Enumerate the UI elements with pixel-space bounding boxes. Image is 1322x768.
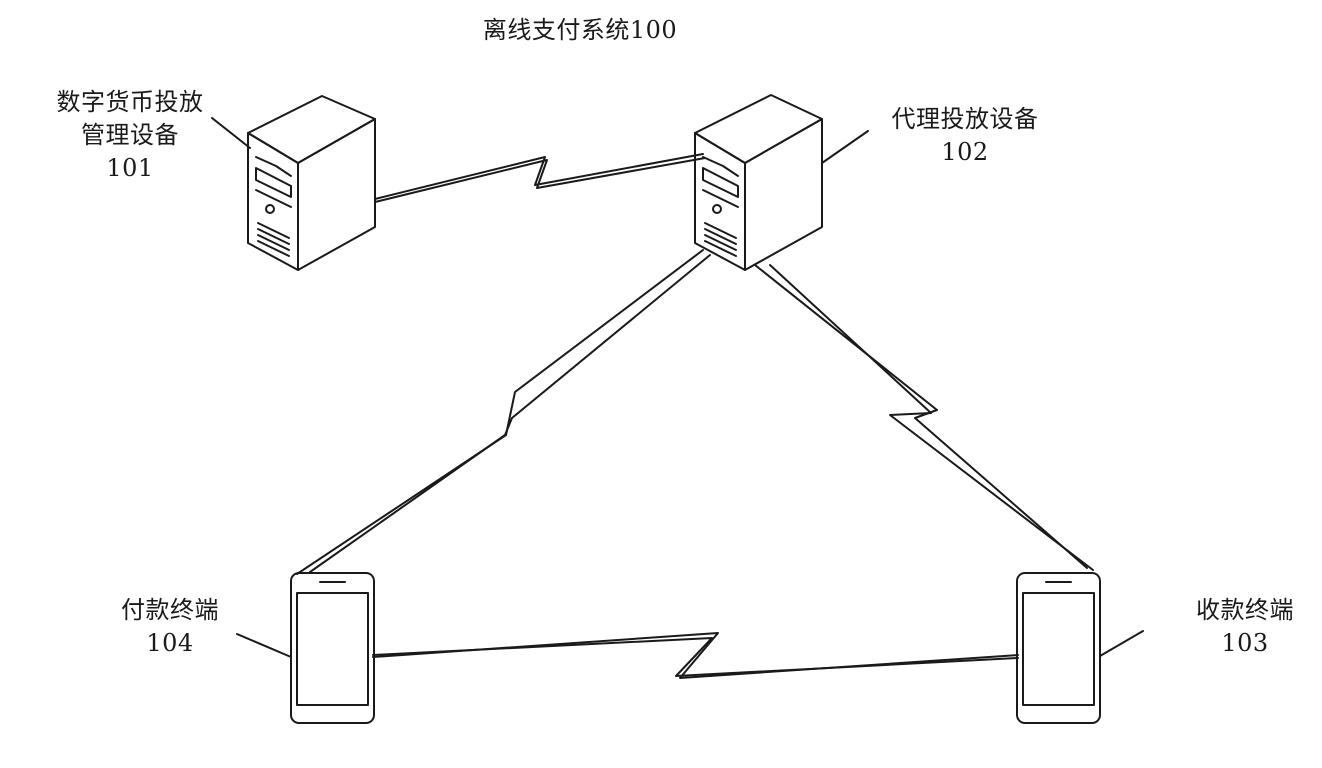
node-104-name: 付款终端	[121, 596, 219, 624]
node-104-id: 104	[146, 629, 194, 657]
payee-terminal-103-icon	[1016, 572, 1101, 724]
leader-line-103	[1099, 630, 1144, 657]
node-label-104: 付款终端 104	[100, 594, 240, 660]
wireless-link-101-102	[374, 153, 706, 203]
wireless-link-102-104	[296, 249, 711, 575]
diagram-title-text: 离线支付系统100	[482, 16, 678, 44]
payer-terminal-104-icon	[290, 572, 375, 724]
leader-line-104	[236, 633, 292, 658]
leader-line-102	[821, 130, 869, 164]
diagram-title: 离线支付系统100	[430, 14, 730, 47]
node-101-id: 101	[106, 154, 154, 182]
leader-line-101	[211, 117, 251, 149]
node-101-name-line2: 管理设备	[81, 121, 179, 149]
node-101-name-line1: 数字货币投放	[56, 88, 204, 116]
node-label-102: 代理投放设备 102	[860, 103, 1070, 169]
node-label-103: 收款终端 103	[1170, 594, 1320, 660]
server-101-icon	[247, 95, 376, 271]
wireless-link-104-103	[372, 632, 1019, 679]
node-102-id: 102	[941, 138, 989, 166]
wireless-link-102-103	[754, 264, 1094, 571]
node-103-id: 103	[1221, 629, 1269, 657]
server-102-icon	[694, 94, 823, 271]
node-103-name: 收款终端	[1196, 596, 1294, 624]
node-label-101: 数字货币投放 管理设备 101	[30, 86, 230, 185]
node-102-name: 代理投放设备	[891, 105, 1039, 133]
